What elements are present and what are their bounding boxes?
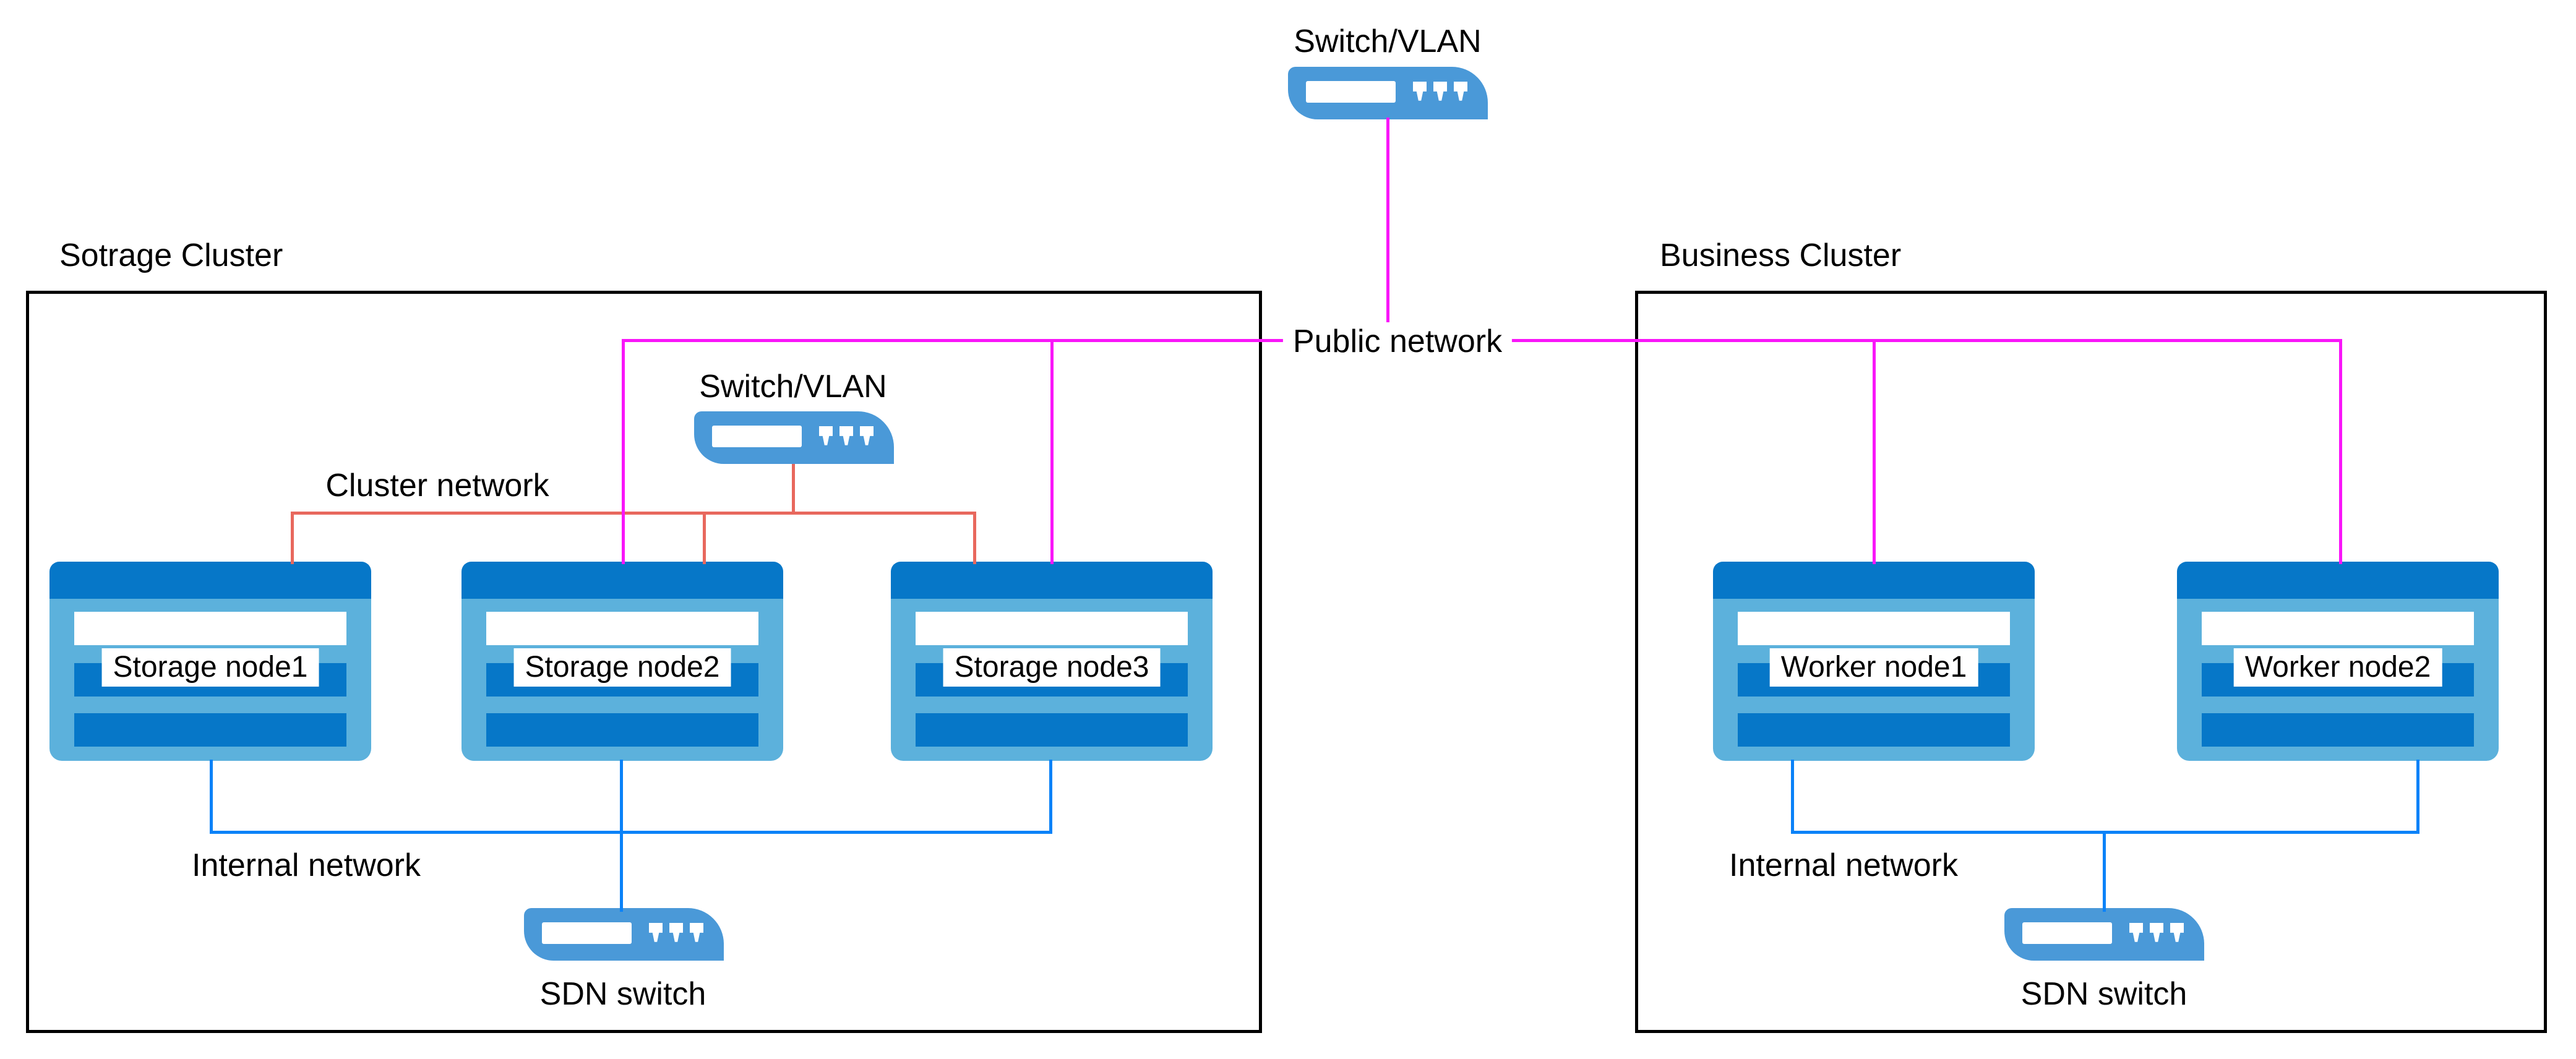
server-top-band: [49, 562, 371, 599]
server-node-worker1[interactable]: Worker node1: [1713, 562, 2035, 761]
internal-network-line-storage2-sdn[interactable]: [620, 760, 623, 912]
ethernet-port-icon: [819, 426, 833, 445]
server-top-band: [2177, 562, 2499, 599]
top-switch-label: Switch/VLAN: [1294, 24, 1482, 59]
ethernet-port-icon: [2150, 922, 2163, 942]
internal-network-line-storage3[interactable]: [1049, 760, 1052, 833]
server-node-storage3[interactable]: Storage node3: [891, 562, 1213, 761]
server-drive-slot: [486, 612, 758, 645]
server-drive-slot: [2202, 713, 2474, 747]
ethernet-port-icon: [1454, 81, 1467, 101]
ethernet-port-icon: [2170, 922, 2184, 942]
server-drive-slot: [486, 713, 758, 747]
server-top-band: [891, 562, 1213, 599]
public-network-line-worker1[interactable]: [1873, 339, 1876, 564]
cluster-network-line-switch[interactable]: [792, 464, 795, 513]
server-node-label: Storage node3: [943, 648, 1161, 687]
server-node-worker2[interactable]: Worker node2: [2177, 562, 2499, 761]
ethernet-port-icon: [649, 922, 663, 942]
ethernet-port-icon: [1413, 81, 1427, 101]
server-drive-slot: [74, 612, 346, 645]
storage-sdn-switch-label: SDN switch: [539, 976, 706, 1012]
switch-display-slot: [1306, 80, 1396, 103]
ethernet-port-icon: [839, 426, 853, 445]
switch-display-slot: [542, 922, 632, 944]
cluster-network-line-storage1[interactable]: [291, 512, 294, 564]
storage-switch-icon[interactable]: [694, 411, 894, 464]
switch-display-slot: [712, 425, 802, 447]
cluster-network-label: Cluster network: [325, 468, 549, 504]
internal-network-line-sdn-right[interactable]: [2103, 831, 2106, 912]
storage-sdn-switch-icon[interactable]: [524, 908, 724, 961]
server-node-label: Worker node1: [1769, 648, 1978, 687]
switch-display-slot: [2022, 922, 2113, 944]
server-node-label: Worker node2: [2233, 648, 2442, 687]
server-drive-slot: [916, 713, 1188, 747]
ethernet-port-icon: [690, 922, 703, 942]
ethernet-port-icon: [1433, 81, 1447, 101]
top-switch-icon[interactable]: [1288, 67, 1488, 119]
server-drive-slot: [74, 713, 346, 747]
internal-network-line-worker1[interactable]: [1791, 760, 1794, 833]
server-drive-slot: [1738, 713, 2010, 747]
business-sdn-switch-icon[interactable]: [2004, 908, 2204, 961]
public-network-line-worker2[interactable]: [2339, 339, 2342, 564]
server-drive-slot: [1738, 612, 2010, 645]
internal-network-line-worker2[interactable]: [2416, 760, 2419, 833]
server-node-storage2[interactable]: Storage node2: [462, 562, 783, 761]
business-cluster-title: Business Cluster: [1660, 238, 1902, 273]
internal-network-label-left: Internal network: [192, 847, 421, 883]
server-drive-slot: [2202, 612, 2474, 645]
storage-cluster-title: Sotrage Cluster: [59, 238, 283, 273]
cluster-network-line-storage3[interactable]: [973, 512, 976, 564]
ethernet-port-icon: [860, 426, 874, 445]
server-top-band: [462, 562, 783, 599]
public-network-line-top-switch[interactable]: [1386, 118, 1389, 339]
internal-network-line-storage1[interactable]: [210, 760, 213, 833]
cluster-network-line-horizontal[interactable]: [291, 512, 976, 515]
server-node-label: Storage node1: [101, 648, 319, 687]
storage-switch-label: Switch/VLAN: [699, 369, 887, 405]
ethernet-port-icon: [669, 922, 683, 942]
public-network-line-storage3[interactable]: [1050, 339, 1054, 564]
internal-network-label-right: Internal network: [1729, 847, 1958, 883]
storage-cluster-box[interactable]: [26, 291, 1262, 1033]
ethernet-port-icon: [2129, 922, 2143, 942]
server-drive-slot: [916, 612, 1188, 645]
server-node-label: Storage node2: [513, 648, 731, 687]
public-network-label: Public network: [1282, 322, 1513, 361]
server-top-band: [1713, 562, 2035, 599]
internal-network-line-horizontal-left[interactable]: [210, 831, 1052, 834]
business-cluster-box[interactable]: [1635, 291, 2547, 1033]
business-sdn-switch-label: SDN switch: [2020, 976, 2187, 1012]
server-node-storage1[interactable]: Storage node1: [49, 562, 371, 761]
public-network-line-storage2[interactable]: [622, 339, 625, 564]
cluster-network-line-storage2[interactable]: [703, 512, 706, 564]
